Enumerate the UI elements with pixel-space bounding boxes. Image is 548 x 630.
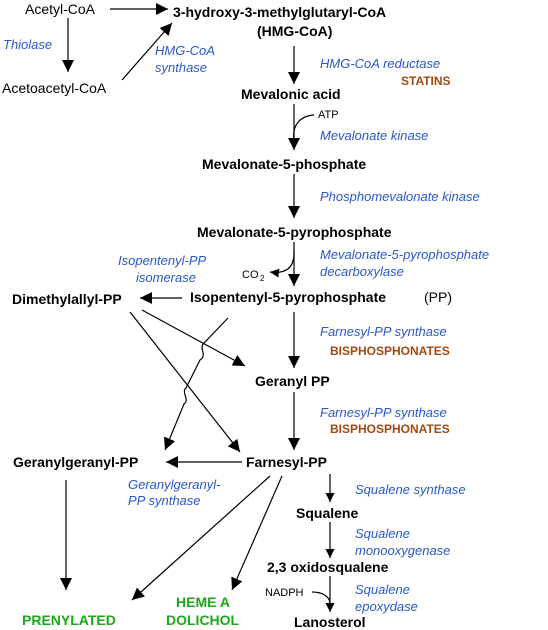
enzyme-mevalonate-kinase: Mevalonate kinase [320, 128, 428, 143]
arrow-farnesyl-to-heme [231, 475, 283, 591]
enzyme-hmg-synthase-line2: synthase [155, 60, 207, 75]
pathway-arrows [60, 3, 335, 612]
geranylgeranyl-pp: Geranylgeranyl-PP [13, 454, 138, 470]
enzyme-thiolase: Thiolase [3, 37, 52, 52]
enzyme-decarboxylase-line2: decarboxylase [320, 264, 404, 279]
enzyme-phosphomevalonate-kinase: Phosphomevalonate kinase [320, 189, 480, 204]
inhibitor-statins: STATINS [401, 74, 451, 88]
squalene: Squalene [296, 505, 358, 521]
nadph-curve [311, 591, 331, 605]
cofactor-co2-subscript: 2 [260, 274, 265, 283]
outcome-heme-a: HEME A [176, 594, 230, 610]
enzyme-monooxygenase-line2: monooxygenase [355, 543, 450, 558]
outcomes: PRENYLATED HEME A DOLICHOL [22, 594, 240, 628]
ipp-branch-line [164, 317, 229, 451]
lanosterol: Lanosterol [294, 614, 366, 630]
cofactors: ATP CO 2 NADPH [242, 109, 339, 599]
atp-curve [293, 114, 315, 141]
geranyl-pp: Geranyl PP [255, 373, 330, 389]
enzyme-squalene-synthase: Squalene synthase [355, 482, 466, 497]
enzyme-farnesyl-synthase-1: Farnesyl-PP synthase [320, 324, 447, 339]
isopentenyl-pp-abbrev: (PP) [424, 289, 452, 305]
mevalonate-5-phosphate: Mevalonate-5-phosphate [202, 156, 366, 172]
outcome-prenylated: PRENYLATED [22, 612, 116, 628]
enzyme-isomerase-line1: Isopentenyl-PP [118, 253, 206, 268]
enzyme-ggpp-synthase-line1: Geranylgeranyl- [128, 477, 221, 492]
farnesyl-pp: Farnesyl-PP [246, 454, 327, 470]
enzyme-ggpp-synthase-line2: PP synthase [128, 493, 201, 508]
arrow-dmapp-to-farnesyl [129, 311, 241, 453]
mevalonic-acid: Mevalonic acid [241, 86, 341, 102]
arrow-acetoacetyl-to-hmg [121, 22, 173, 81]
enzyme-hmg-synthase-line1: HMG-CoA [155, 43, 215, 58]
inhibitor-bisphosphonates-2: BISPHOSPHONATES [330, 422, 450, 436]
metabolites: Acetyl-CoA Acetoacetyl-CoA 3-hydroxy-3-m… [2, 1, 452, 630]
arrow-farnesyl-to-prenylated [131, 475, 271, 601]
arrow-dmapp-to-geranyl [141, 309, 246, 367]
inhibitors: STATINS BISPHOSPHONATES BISPHOSPHONATES [330, 74, 451, 436]
enzyme-epoxydase-line2: epoxydase [355, 599, 418, 614]
enzyme-isomerase-line2: isomerase [136, 270, 196, 285]
enzyme-hmg-reductase: HMG-CoA reductase [320, 56, 440, 71]
oxidosqualene: 2,3 oxidosqualene [267, 559, 389, 575]
outcome-dolichol: DOLICHOL [166, 612, 240, 628]
hmg-coa-name: 3-hydroxy-3-methylglutaryl-CoA [173, 4, 386, 20]
acetoacetyl-coa: Acetoacetyl-CoA [2, 80, 107, 96]
co2-curve [269, 249, 295, 278]
enzyme-farnesyl-synthase-2: Farnesyl-PP synthase [320, 405, 447, 420]
cofactor-co2: CO [242, 269, 259, 281]
dimethylallyl-pp: Dimethylallyl-PP [12, 291, 122, 307]
inhibitor-bisphosphonates-1: BISPHOSPHONATES [330, 344, 450, 358]
cofactor-atp: ATP [318, 109, 339, 121]
enzyme-decarboxylase-line1: Mevalonate-5-pyrophosphate [320, 247, 489, 262]
enzymes: Thiolase HMG-CoA synthase HMG-CoA reduct… [3, 37, 489, 614]
cofactor-nadph: NADPH [265, 587, 304, 599]
mevalonate-5-pyrophosphate: Mevalonate-5-pyrophosphate [197, 224, 392, 240]
acetyl-coa: Acetyl-CoA [25, 1, 96, 17]
enzyme-epoxydase-line1: Squalene [355, 582, 410, 597]
isopentenyl-pp: Isopentenyl-5-pyrophosphate [190, 289, 386, 305]
hmg-coa-abbrev: (HMG-CoA) [257, 23, 332, 39]
enzyme-monooxygenase-line1: Squalene [355, 526, 410, 541]
